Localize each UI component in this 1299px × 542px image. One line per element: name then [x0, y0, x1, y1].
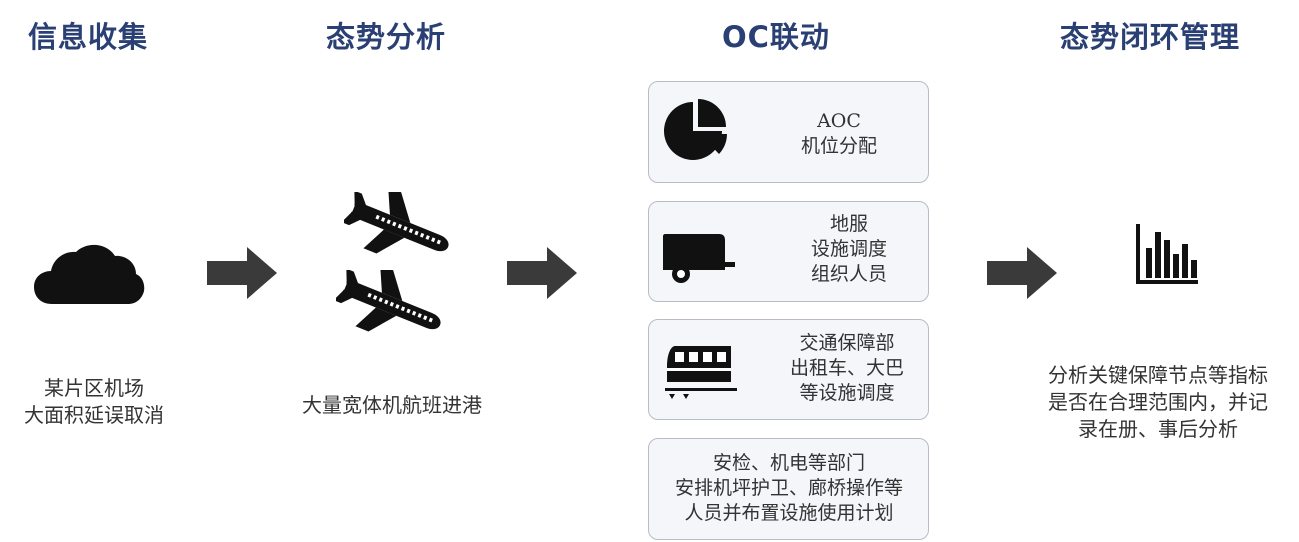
oc-box-line: 机位分配: [800, 135, 877, 157]
oc-box-text: AOC 机位分配: [779, 109, 899, 159]
oc-box-line: 设施调度: [810, 238, 887, 260]
oc-box-text: 交通保障部 出租车、大巴 等设施调度: [767, 331, 927, 406]
flow-arrow-right: [507, 247, 577, 299]
oc-box-line: 安检、机电等部门: [712, 452, 865, 474]
title-closed-loop-management: 态势闭环管理: [1060, 20, 1241, 54]
oc-box-text: 地服 设施调度 组织人员: [779, 212, 919, 287]
airplane-icon: [344, 192, 449, 254]
caption-line: 录在册、事后分析: [1078, 417, 1238, 441]
train-icon: [665, 346, 737, 399]
oc-box-line: 安排机坪护卫、廊桥操作等: [674, 477, 903, 499]
caption-line: 是否在合理范围内，并记: [1048, 390, 1268, 414]
airplane-icon: [336, 270, 441, 332]
cloud-icon: [34, 244, 145, 304]
trailer-icon: [663, 234, 735, 283]
title-info-collection: 信息收集: [28, 20, 149, 54]
oc-box-line: 出租车、大巴: [789, 357, 904, 379]
flow-arrow-right: [987, 247, 1057, 299]
oc-box-aoc: AOC 机位分配: [648, 81, 929, 183]
oc-box-line: 组织人员: [810, 263, 887, 285]
oc-box-line: 等设施调度: [799, 382, 895, 404]
oc-box-line: 人员并布置设施使用计划: [684, 502, 894, 524]
oc-box-security: 安检、机电等部门 安排机坪护卫、廊桥操作等 人员并布置设施使用计划: [648, 438, 929, 540]
oc-box-ground-service: 地服 设施调度 组织人员: [648, 201, 929, 302]
title-oc-linkage: OC联动: [722, 20, 830, 54]
caption-situation-analysis: 大量宽体机航班进港: [302, 393, 482, 417]
oc-box-line: 交通保障部: [799, 332, 895, 354]
caption-line: 分析关键保障节点等指标: [1048, 363, 1268, 387]
caption-line: 某片区机场: [44, 376, 144, 400]
oc-box-text: 安检、机电等部门 安排机坪护卫、廊桥操作等 人员并布置设施使用计划: [653, 451, 925, 526]
flow-arrow-right: [207, 247, 277, 299]
title-situation-analysis: 态势分析: [326, 20, 447, 54]
bar-chart-icon: [1136, 224, 1198, 284]
caption-closed-loop-management: 分析关键保障节点等指标 是否在合理范围内，并记 录在册、事后分析: [1032, 362, 1284, 443]
pie-chart-icon: [664, 99, 727, 160]
caption-line: 大面积延误取消: [24, 403, 164, 427]
oc-box-line: 地服: [829, 213, 868, 235]
oc-box-traffic: 交通保障部 出租车、大巴 等设施调度: [648, 319, 929, 420]
oc-box-line: AOC: [817, 110, 861, 132]
caption-info-collection: 某片区机场 大面积延误取消: [12, 375, 176, 429]
